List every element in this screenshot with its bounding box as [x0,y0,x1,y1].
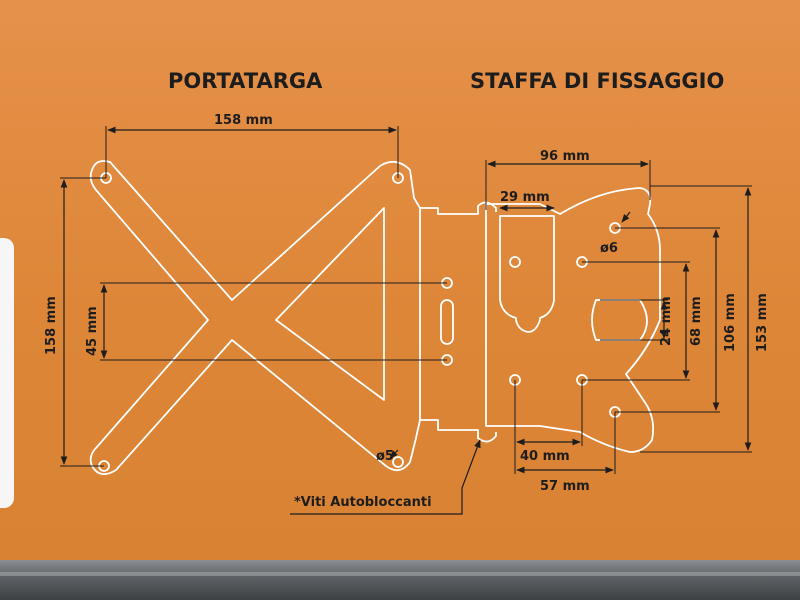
dim-label-24: 24 mm [659,296,674,346]
dim-label-158-vertical: 158 mm [44,296,59,355]
plastic-edge [0,560,800,600]
dim-label-106: 106 mm [723,293,738,352]
license-holder-part [89,160,454,476]
self-locking-screws-note: *Viti Autobloccanti [294,495,432,510]
dim-label-158-horizontal: 158 mm [214,113,273,128]
dim-label-40: 40 mm [520,449,570,464]
dim-label-hole-6: ø6 [600,241,618,256]
packaging-card [0,0,800,568]
dim-label-57: 57 mm [540,479,590,494]
dim-label-29: 29 mm [500,190,550,205]
hole-bottom-right [392,456,404,468]
connector-tabs [420,201,497,443]
dim-label-96: 96 mm [540,149,590,164]
heading-portatarga: PORTATARGA [168,69,323,93]
dim-label-hole-5: ø5 [376,449,394,464]
dim-label-68: 68 mm [689,296,704,346]
card-side-tab [0,238,14,508]
dim-label-153: 153 mm [755,293,770,352]
dim-label-45: 45 mm [85,306,100,356]
heading-staffa: STAFFA DI FISSAGGIO [470,69,724,93]
